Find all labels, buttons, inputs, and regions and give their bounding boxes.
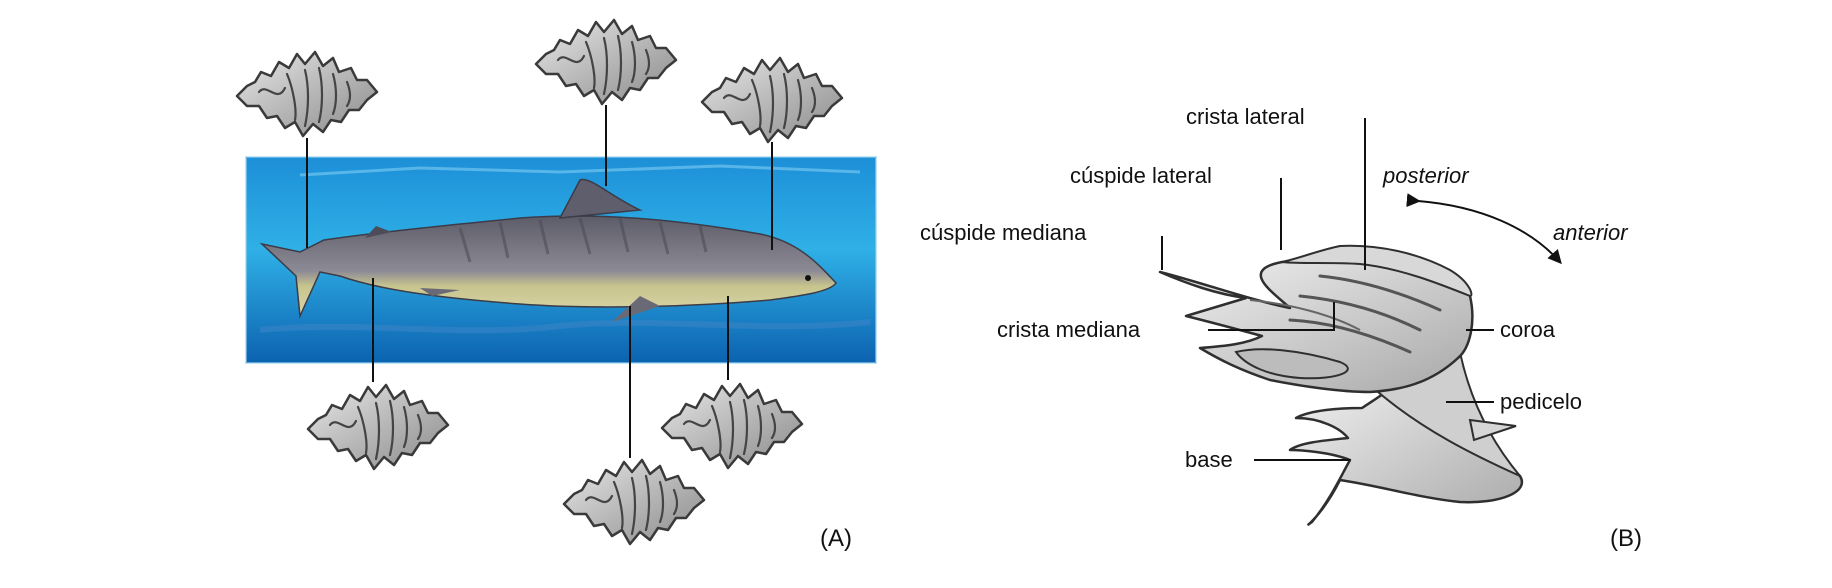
label-anterior: anterior [1553, 220, 1629, 245]
label-crista-mediana: crista mediana [997, 317, 1141, 342]
placoid-scale-illustration [1158, 244, 1524, 526]
denticle-illustration-tail-bottom [306, 383, 450, 471]
panel-b-label: (B) [1610, 525, 1642, 552]
label-cuspide-mediana: cúspide mediana [920, 220, 1087, 245]
label-posterior: posterior [1382, 163, 1470, 188]
label-crista-lateral: crista lateral [1186, 104, 1305, 129]
denticle-illustration-head-top [700, 56, 844, 144]
label-pedicelo: pedicelo [1500, 389, 1582, 414]
label-base: base [1185, 447, 1233, 472]
denticle-illustration-belly-bottom [562, 458, 706, 546]
denticle-illustration-head-bottom [660, 382, 804, 470]
leader-crista-mediana [1208, 302, 1335, 331]
panel-b: crista lateral cúspide lateral cúspide m… [920, 104, 1642, 552]
tiger-shark-image [259, 178, 837, 322]
denticle-illustration-tail-top [235, 50, 379, 138]
denticle-illustration-dorsal-top [534, 18, 678, 106]
panel-a-label: (A) [820, 525, 852, 552]
panel-a: (A) [235, 18, 877, 552]
label-cuspide-lateral: cúspide lateral [1070, 163, 1212, 188]
label-coroa: coroa [1500, 317, 1556, 342]
orientation-arrow [1406, 193, 1562, 265]
